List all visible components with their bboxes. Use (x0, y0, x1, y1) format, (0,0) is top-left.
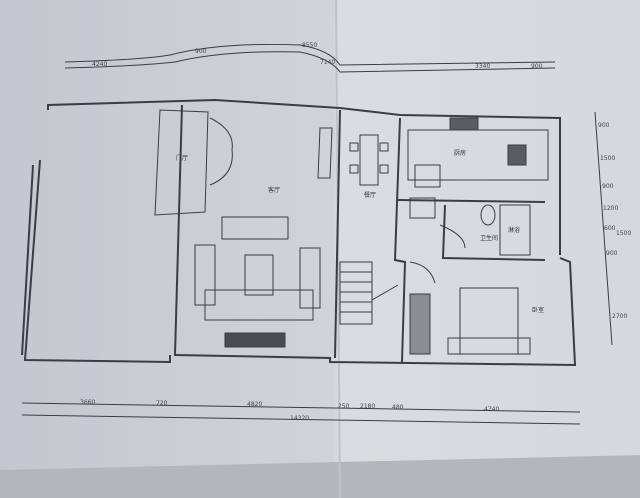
room-label-living: 客厅 (268, 186, 280, 194)
dim-bottom: 480 (392, 404, 404, 411)
dim-bottom: 250 (338, 403, 350, 410)
dining-table (349, 134, 389, 186)
dim-bottom-total: 14320 (290, 415, 309, 422)
room-label-porch: 门厅 (176, 154, 188, 162)
right-dimension-line (594, 111, 613, 346)
dim-bottom: 4820 (247, 401, 262, 408)
doors (209, 117, 466, 284)
top-dimension-line (64, 43, 556, 66)
bathroom-fixtures (409, 197, 531, 256)
bottom-total-line (21, 414, 581, 425)
dim-top: 900 (531, 63, 543, 70)
dim-right: 900 (602, 183, 614, 190)
dim-top: 8550 (302, 42, 317, 49)
bottom-dimension-line (21, 402, 581, 413)
staircase (339, 261, 399, 325)
dim-right: 600 (604, 225, 616, 232)
dim-bottom: 3660 (80, 399, 95, 406)
dim-top: 7140 (320, 59, 335, 66)
dim-right: 1200 (603, 205, 618, 212)
dim-right: 900 (606, 250, 618, 257)
room-label-kitchen: 厨房 (454, 149, 466, 157)
top-dimension-line-2 (64, 51, 556, 73)
dim-right: 1500 (600, 155, 615, 162)
dim-right: 900 (598, 122, 610, 129)
dim-top: 3340 (475, 63, 490, 70)
room-label-bathroom: 卫生间 (480, 234, 498, 242)
paper-edge (0, 455, 640, 498)
dim-bottom: 2180 (360, 403, 375, 410)
dim-right-labels: 900 1500 900 1200 600 1500 900 2700 (598, 122, 631, 320)
walls (21, 98, 577, 367)
dim-bottom: 4740 (484, 406, 499, 413)
dim-right: 1500 (616, 230, 631, 237)
room-label-dining: 餐厅 (364, 191, 376, 199)
bed (409, 287, 531, 355)
kitchen-counter (407, 117, 549, 188)
dim-top: 4240 (92, 61, 107, 68)
room-label-bedroom: 卧室 (532, 306, 544, 314)
dim-bottom: 720 (156, 400, 168, 407)
dim-top: 900 (195, 48, 207, 55)
room-label-shower: 淋浴 (508, 226, 520, 234)
sofa-set (194, 216, 321, 348)
dim-right: 2700 (612, 313, 627, 320)
